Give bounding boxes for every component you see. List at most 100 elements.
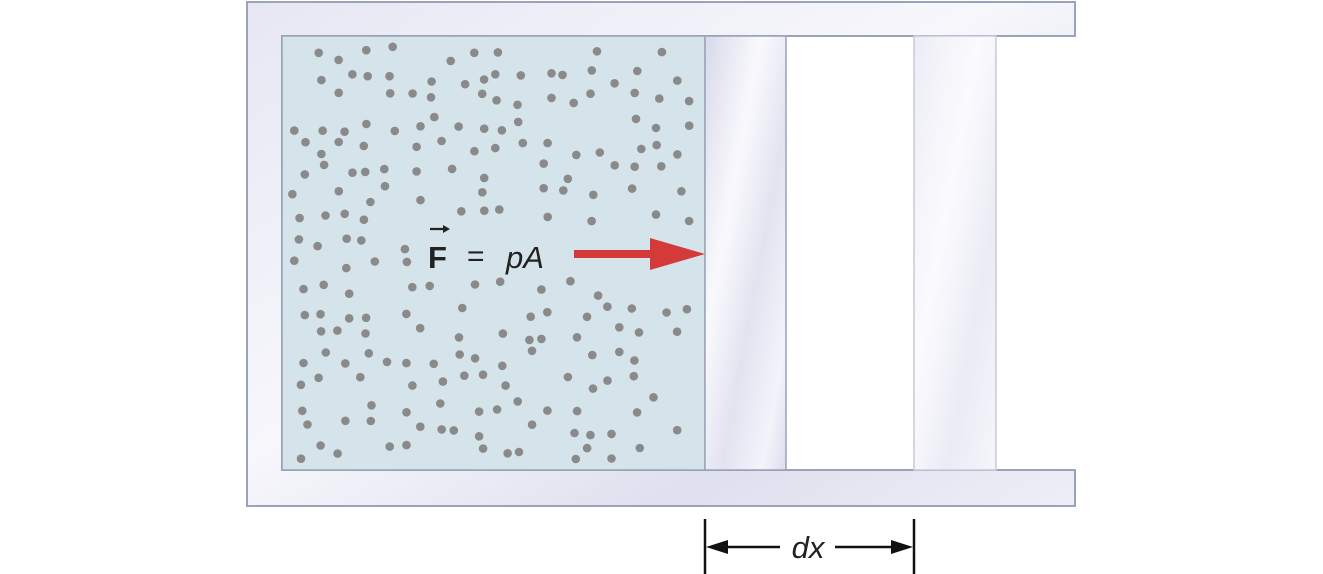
displacement-label: dx — [792, 530, 826, 565]
gas-particle — [370, 257, 380, 266]
gas-particle — [470, 354, 480, 363]
gas-particle — [299, 358, 308, 368]
gas-particle — [317, 75, 326, 85]
piston — [704, 35, 787, 471]
force-label: F = pA — [428, 225, 544, 275]
gas-particle — [334, 186, 344, 196]
gas-particle — [513, 117, 523, 127]
gas-particle — [333, 449, 342, 458]
gas-particle — [288, 189, 297, 199]
gas-particle — [402, 309, 411, 319]
gas-particle — [649, 393, 658, 402]
gas-particle — [493, 48, 503, 57]
gas-particle — [572, 406, 582, 416]
gas-particle — [479, 75, 489, 84]
gas-particle — [342, 263, 351, 273]
gas-particle — [684, 216, 694, 226]
piston-displaced-outline — [913, 35, 997, 471]
gas-particle — [438, 377, 448, 386]
gas-particle — [559, 186, 568, 195]
gas-particle — [589, 190, 598, 200]
gas-particle — [342, 234, 352, 243]
gas-particle — [480, 206, 489, 215]
gas-particle — [503, 449, 512, 458]
gas-particle — [313, 241, 322, 251]
gas-particle — [333, 326, 342, 335]
gas-particle — [380, 164, 389, 174]
gas-particle — [655, 94, 664, 103]
gas-particle — [317, 149, 326, 159]
gas-particle — [478, 188, 487, 197]
gas-particle — [425, 281, 435, 291]
gas-particle — [367, 401, 376, 410]
gas-particle — [436, 399, 445, 408]
force-formula: pA — [505, 240, 544, 275]
gas-particle — [385, 71, 394, 81]
gas-particle — [603, 376, 612, 385]
gas-particle — [652, 140, 661, 150]
gas-particle — [363, 71, 373, 81]
gas-particle — [632, 408, 642, 417]
gas-particle — [359, 215, 369, 224]
gas-particle — [543, 307, 552, 317]
gas-particle — [416, 422, 425, 432]
gas-particle — [558, 70, 567, 80]
gas-particle — [314, 48, 324, 58]
gas-particle — [334, 55, 343, 65]
gas-particle — [479, 124, 489, 133]
gas-particle — [344, 289, 354, 299]
gas-particle — [303, 420, 312, 429]
gas-particle — [321, 348, 331, 357]
gas-particle — [547, 69, 556, 78]
gas-particle — [460, 371, 469, 381]
gas-particle — [458, 303, 467, 313]
gas-particle — [566, 276, 575, 286]
gas-particle — [321, 211, 330, 220]
gas-particle — [547, 93, 556, 103]
gas-particle — [402, 408, 411, 417]
gas-particle — [318, 126, 328, 135]
gas-particle — [361, 313, 371, 323]
gas-particle — [627, 304, 637, 313]
gas-particle — [570, 428, 579, 438]
gas-particle — [673, 150, 682, 159]
gas-particle — [449, 426, 459, 435]
gas-particle — [637, 144, 646, 154]
gas-particle — [672, 327, 682, 337]
gas-particle — [437, 425, 447, 434]
gas-particle — [684, 96, 694, 106]
gas-particle — [446, 56, 456, 66]
gas-particle — [627, 184, 637, 193]
gas-particle — [319, 160, 329, 170]
force-arrow — [574, 238, 705, 270]
gas-particle — [388, 42, 398, 52]
gas-particle — [300, 170, 310, 179]
gas-particle — [360, 167, 370, 177]
gas-particle — [478, 370, 488, 380]
gas-particle — [314, 373, 323, 383]
gas-particle — [290, 256, 299, 266]
gas-particle — [296, 380, 306, 390]
gas-particle — [635, 443, 645, 453]
gas-particle — [630, 356, 639, 365]
gas-particle — [662, 308, 671, 317]
gas-particle — [366, 416, 376, 426]
gas-particle — [294, 235, 304, 244]
gas-particle — [479, 173, 489, 183]
gas-particle — [595, 148, 605, 157]
gas-particle — [477, 89, 487, 99]
gas-particle — [525, 335, 534, 345]
gas-particle — [513, 100, 522, 110]
gas-particle — [684, 121, 694, 130]
gas-particle — [362, 119, 371, 129]
gas-particle — [408, 282, 417, 292]
gas-particle — [316, 309, 325, 319]
gas-particle — [460, 79, 470, 89]
gas-particle — [470, 280, 480, 289]
gas-particle — [582, 312, 592, 322]
gas-particle — [498, 329, 508, 338]
gas-particle — [587, 66, 597, 75]
gas-particle — [408, 89, 417, 98]
gas-particle — [526, 312, 535, 322]
gas-particle — [361, 329, 370, 338]
